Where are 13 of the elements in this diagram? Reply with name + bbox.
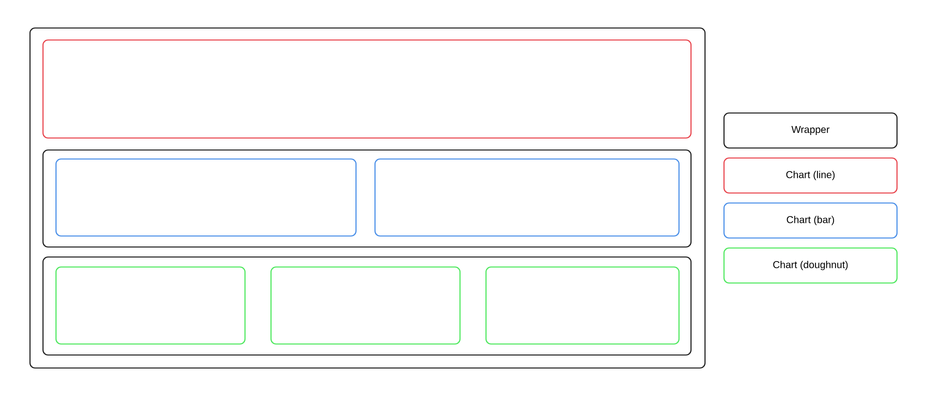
legend-item: Chart (bar) [723, 202, 898, 239]
container-box [485, 266, 680, 345]
container-box [374, 158, 680, 237]
container-box [270, 266, 461, 345]
container-box [55, 158, 357, 237]
legend-item: Chart (doughnut) [723, 247, 898, 284]
legend-item: Chart (line) [723, 157, 898, 194]
container-box [42, 149, 692, 248]
container-box [29, 27, 706, 369]
legend-item: Wrapper [723, 112, 898, 149]
container-box [55, 266, 246, 345]
container-box [42, 39, 692, 139]
container-box [42, 256, 692, 356]
